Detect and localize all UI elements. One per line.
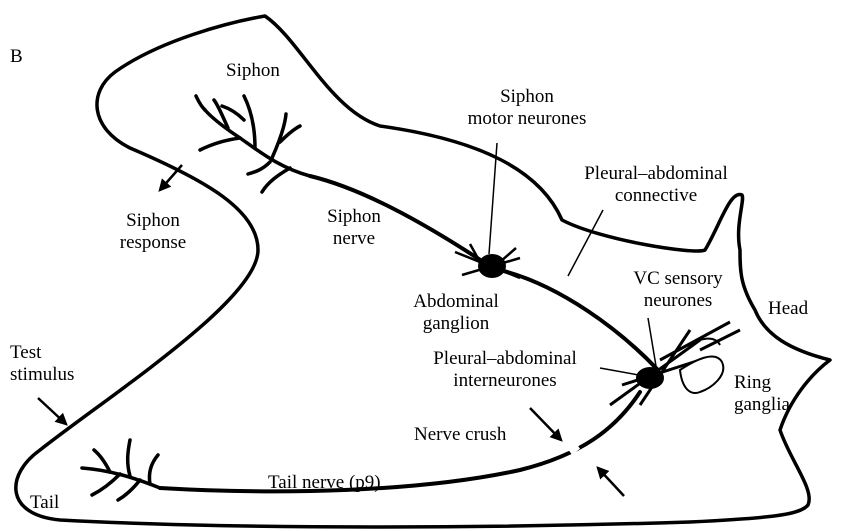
label-vc-sensory-neurones: VC sensory neurones [618, 268, 738, 312]
label-ring-ganglia: Ring ganglia [734, 372, 790, 416]
label-abdominal-ganglion: Abdominal ganglion [406, 291, 506, 335]
label-siphon-response: Siphon response [110, 210, 196, 254]
label-siphon-nerve: Siphon nerve [316, 206, 392, 250]
siphon-nerve-branches [196, 96, 310, 192]
label-tail: Tail [30, 492, 59, 514]
nerve-crush-gap [570, 446, 578, 452]
ring-ganglia [610, 322, 740, 405]
tail-nerve [160, 392, 640, 491]
label-head: Head [768, 298, 808, 320]
label-pleural-abdominal-connective: Pleural–abdominal connective [561, 163, 751, 207]
label-pleural-abdominal-interneurones: Pleural–abdominal interneurones [410, 348, 600, 392]
panel-letter: B [10, 46, 23, 68]
label-tail-nerve: Tail nerve (p9) [268, 472, 381, 494]
label-test-stimulus: Test stimulus [10, 342, 74, 386]
tail-nerve-branches [82, 440, 160, 500]
label-siphon-motor-neurones: Siphon motor neurones [452, 86, 602, 130]
label-nerve-crush: Nerve crush [414, 424, 506, 446]
label-siphon: Siphon [226, 60, 280, 82]
